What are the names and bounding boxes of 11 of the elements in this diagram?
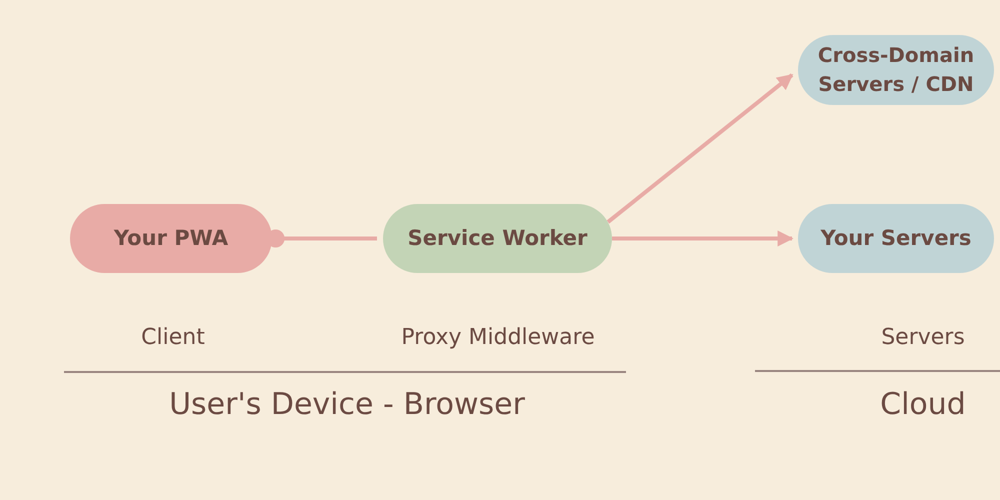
role-label: Proxy Middleware	[401, 325, 595, 350]
section-label: User's Device - Browser	[169, 387, 525, 422]
section-label: Cloud	[880, 387, 966, 422]
arrow	[606, 73, 794, 224]
rounded-node: Your Servers	[798, 204, 994, 273]
arrow	[612, 230, 794, 246]
rounded-node: Cross-Domain Servers / CDN	[798, 35, 994, 105]
role-label: Servers	[881, 325, 965, 350]
rounded-node: Service Worker	[383, 204, 612, 273]
role-label: Client	[141, 325, 205, 350]
rounded-node: Your PWA	[70, 204, 272, 273]
